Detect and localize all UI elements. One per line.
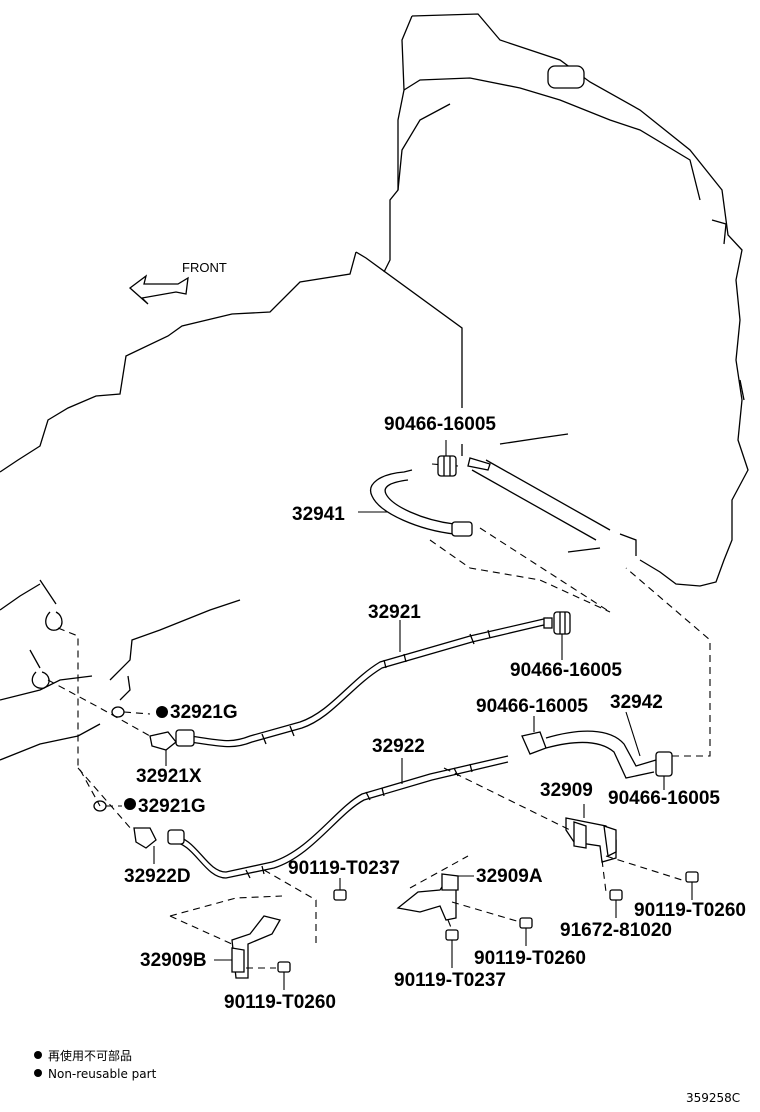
part-labels: 90466-16005 32941 32921 90466-16005 3292…	[124, 414, 746, 1013]
label-90119-T0260-b: 90119-T0260	[474, 948, 586, 969]
bracket-32909	[443, 767, 683, 893]
pipe-32922	[133, 755, 509, 879]
non-reusable-bullet	[124, 798, 136, 810]
bolt-90119-T0260-b	[519, 917, 533, 946]
label-32909A: 32909A	[476, 866, 543, 887]
bolt-90119-T0260-a	[685, 871, 699, 900]
label-32921X: 32921X	[136, 766, 202, 787]
legend: 再使用不可部品 Non-reusable part	[34, 1048, 157, 1081]
label-32941: 32941	[292, 504, 345, 525]
legend-bullet-en	[34, 1069, 42, 1077]
bracket-32909A	[396, 855, 521, 931]
label-32942: 32942	[610, 692, 663, 713]
arrow-icon	[128, 274, 189, 305]
label-32909B: 32909B	[140, 950, 207, 971]
bolt-91672-81020	[609, 889, 623, 918]
front-arrow: FRONT	[128, 260, 227, 305]
non-reusable-bullet	[156, 706, 168, 718]
label-91672-81020: 91672-81020	[560, 920, 672, 941]
engine-outline	[0, 251, 569, 761]
bolt-90119-T0237-b	[445, 929, 459, 968]
label-90119-T0260-c: 90119-T0260	[224, 992, 336, 1013]
label-32921: 32921	[368, 602, 421, 623]
bolt-90119-T0260-c	[277, 961, 291, 990]
legend-bullet-jp	[34, 1051, 42, 1059]
hose-32942	[521, 567, 711, 790]
clamp-90466-mid	[543, 611, 571, 660]
label-90466-left: 90466-16005	[476, 696, 588, 717]
bracket-32909B	[169, 915, 281, 979]
legend-jp: 再使用不可部品	[48, 1048, 132, 1063]
label-32921G-b: 32921G	[138, 796, 206, 817]
label-32922D: 32922D	[124, 866, 191, 887]
label-32922: 32922	[372, 736, 425, 757]
hose-end	[451, 521, 473, 537]
label-90466-mid: 90466-16005	[510, 660, 622, 681]
radiator-outline	[383, 13, 749, 587]
legend-en: Non-reusable part	[48, 1067, 157, 1081]
radiator-cap	[547, 65, 585, 89]
o-rings	[29, 579, 168, 831]
hose-32941	[358, 463, 611, 613]
clamp-90466-right	[655, 751, 673, 777]
front-label: FRONT	[182, 260, 227, 275]
bolt-90119-T0237-a	[169, 869, 347, 946]
label-32921G-a: 32921G	[170, 702, 238, 723]
label-90119-T0237-a: 90119-T0237	[288, 858, 400, 879]
label-90119-T0237-b: 90119-T0237	[394, 970, 506, 991]
label-32909: 32909	[540, 780, 593, 801]
clamp-90466-top	[437, 440, 491, 477]
pipe-32921	[149, 617, 549, 766]
label-90466-top: 90466-16005	[384, 414, 496, 435]
diagram-id: 359258C	[686, 1091, 740, 1105]
label-90119-T0260-a: 90119-T0260	[634, 900, 746, 921]
label-90466-right: 90466-16005	[608, 788, 720, 809]
clamp-90466-left	[521, 731, 547, 755]
